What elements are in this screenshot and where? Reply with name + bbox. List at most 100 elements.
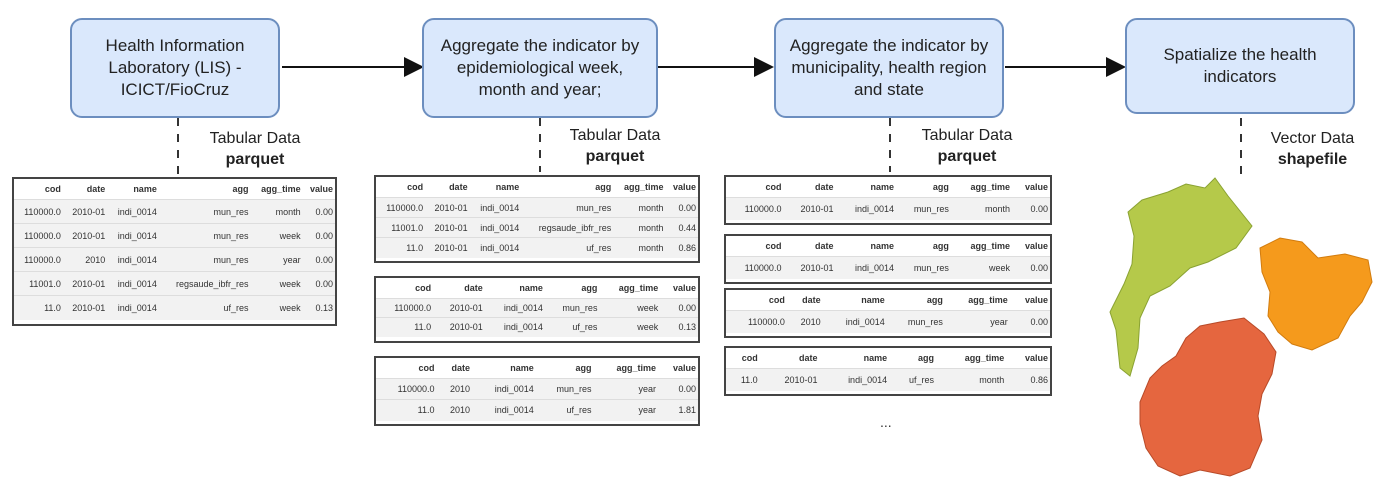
table-cell: 0.00 <box>302 271 335 296</box>
table-cell: 0.44 <box>665 217 698 238</box>
table-cell: mun_res <box>544 298 600 318</box>
table-cell: month <box>613 197 666 218</box>
column-header: value <box>1006 348 1050 369</box>
step-3-label: Aggregate the indicator by municipality,… <box>789 36 989 99</box>
table-cell: 2010-01 <box>425 217 470 238</box>
table-cell: 0.00 <box>1009 310 1050 333</box>
table-cell: month <box>613 217 666 238</box>
table-cell: 2010-01 <box>433 317 485 337</box>
table-cell: 0.00 <box>665 197 698 218</box>
table-cell: indi_0014 <box>835 256 896 279</box>
table-cell: regsaude_ibfr_res <box>158 271 251 296</box>
column-header: date <box>786 290 823 311</box>
table-cell: uf_res <box>158 295 251 320</box>
data-label-1-type: Tabular Data <box>209 130 301 147</box>
column-header: agg <box>896 177 951 198</box>
table-cell: indi_0014 <box>819 368 890 391</box>
column-header: agg_time <box>599 278 661 299</box>
table-cell: 2010 <box>436 378 473 400</box>
table-cell: mun_res <box>896 197 951 220</box>
data-label-1: Tabular Data parquet <box>185 128 325 170</box>
table-cell: uf_res <box>544 317 600 337</box>
table-cell: 2010-01 <box>62 295 108 320</box>
table-cell: 110000.0 <box>726 256 784 279</box>
column-header: name <box>819 348 890 369</box>
column-header: agg_time <box>950 236 1012 257</box>
column-header: agg_time <box>613 177 666 198</box>
column-header: agg_time <box>936 348 1007 369</box>
table-cell: 0.00 <box>302 223 335 248</box>
table-cell: 1.81 <box>657 399 698 421</box>
table-cell: indi_0014 <box>472 399 536 421</box>
table-cell: mun_res <box>158 223 251 248</box>
table-cell: indi_0014 <box>107 199 159 224</box>
column-header: agg <box>896 236 951 257</box>
table-cell: 110000.0 <box>14 247 63 272</box>
column-header: date <box>783 177 836 198</box>
table-cell: 0.00 <box>302 199 335 224</box>
column-header: agg <box>889 348 936 369</box>
table-cell: mun_res <box>886 310 945 333</box>
step-4-label: Spatialize the health indicators <box>1163 45 1317 86</box>
column-header: agg <box>521 177 614 198</box>
column-header: name <box>472 358 536 379</box>
table-cell: indi_0014 <box>107 223 159 248</box>
column-header: value <box>1011 236 1050 257</box>
table-cell: 2010 <box>436 399 473 421</box>
table-cell: mun_res <box>535 378 594 400</box>
table-cell: 11.0 <box>376 317 434 337</box>
column-header: name <box>822 290 887 311</box>
table-cell: 0.00 <box>660 298 698 318</box>
table-cell: 110000.0 <box>14 199 63 224</box>
table-cell: mun_res <box>896 256 951 279</box>
table-cell: 110000.0 <box>726 310 787 333</box>
step-spatialize: Spatialize the health indicators <box>1125 18 1355 114</box>
column-header: cod <box>726 236 784 257</box>
column-header: value <box>665 177 698 198</box>
table-cell: week <box>250 295 303 320</box>
table-cell: week <box>250 271 303 296</box>
table-cell: indi_0014 <box>484 317 545 337</box>
table-cell: year <box>944 310 1010 333</box>
step-2-label: Aggregate the indicator by epidemiologic… <box>440 36 640 99</box>
column-header: cod <box>376 278 434 299</box>
step-1-label: Health Information Laboratory (LIS) - IC… <box>105 36 245 99</box>
data-label-4-type: Vector Data <box>1270 130 1355 147</box>
ellipsis: ... <box>880 414 892 430</box>
data-label-3-format: parquet <box>937 148 997 165</box>
column-header: name <box>835 236 896 257</box>
table-cell: uf_res <box>521 237 614 258</box>
data-label-1-format: parquet <box>225 151 285 168</box>
table-cell: indi_0014 <box>472 378 536 400</box>
table-cell: 2010-01 <box>62 223 108 248</box>
column-header: name <box>835 177 896 198</box>
step-aggregate-region: Aggregate the indicator by municipality,… <box>774 18 1004 118</box>
table-cell: 11001.0 <box>376 217 426 238</box>
table-cell: 2010-01 <box>783 197 836 220</box>
table-cell: 0.00 <box>302 247 335 272</box>
data-label-4-format: shapefile <box>1277 151 1348 168</box>
